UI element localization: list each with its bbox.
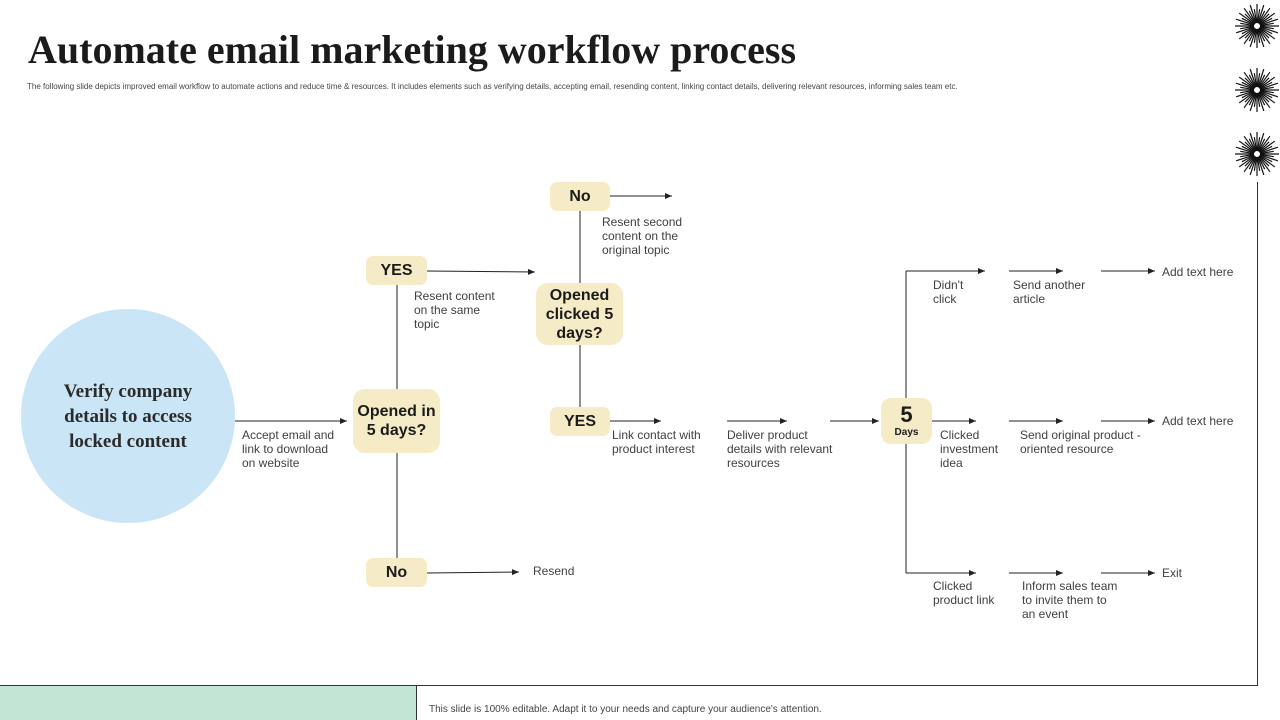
send-original-label: Send original product - oriented resourc… (1020, 428, 1141, 456)
inform-sales-label: Inform sales team to invite them to an e… (1022, 579, 1118, 621)
days-label: Days (894, 427, 919, 438)
didnt-click-label: Didn't click (933, 278, 964, 306)
clicked-investment-label: Clicked investment idea (940, 428, 999, 470)
five-days-node: 5 Days (881, 398, 932, 444)
opened-clicked-node: Opened clicked 5 days? (536, 283, 623, 345)
link-contact-label: Link contact with product interest (612, 428, 701, 456)
days-number: 5 (900, 402, 913, 427)
deliver-product-label: Deliver product details with relevant re… (727, 428, 833, 470)
starburst-icon (1235, 68, 1279, 112)
exit-label: Exit (1162, 566, 1183, 580)
yes-mid-node: YES (550, 407, 610, 436)
accept-email-label: Accept email and link to download on web… (242, 428, 335, 470)
right-divider (1257, 182, 1258, 686)
yes-top-node: YES (366, 256, 427, 285)
opened-clicked-text: Opened clicked 5 days? (545, 286, 614, 342)
resent-same-label: Resent content on the same topic (414, 289, 495, 331)
starburst-icon (1235, 132, 1279, 176)
clicked-product-label: Clicked product link (933, 579, 995, 607)
page-subtitle: The following slide depicts improved ema… (27, 82, 958, 91)
starburst-icon (1235, 4, 1279, 48)
verify-company-text: Verify company details to access locked … (63, 380, 193, 452)
footer-note: This slide is 100% editable. Adapt it to… (429, 704, 822, 715)
add-text-1-label: Add text here (1162, 265, 1234, 279)
footer-accent-block (0, 685, 417, 720)
no-top-node: No (550, 182, 610, 211)
footer-separator (416, 685, 417, 720)
page-title: Automate email marketing workflow proces… (28, 27, 797, 72)
verify-company-circle: Verify company details to access locked … (21, 309, 235, 523)
resent-second-label: Resent second content on the original to… (602, 215, 683, 257)
opened-in-5-days-text: Opened in 5 days? (357, 403, 436, 439)
opened-in-5-days-node: Opened in 5 days? (353, 389, 440, 453)
footer-divider (0, 685, 1257, 686)
send-another-label: Send another article (1013, 278, 1086, 306)
no-bottom-node: No (366, 558, 427, 587)
add-text-2-label: Add text here (1162, 414, 1234, 428)
resend-label: Resend (533, 564, 575, 578)
